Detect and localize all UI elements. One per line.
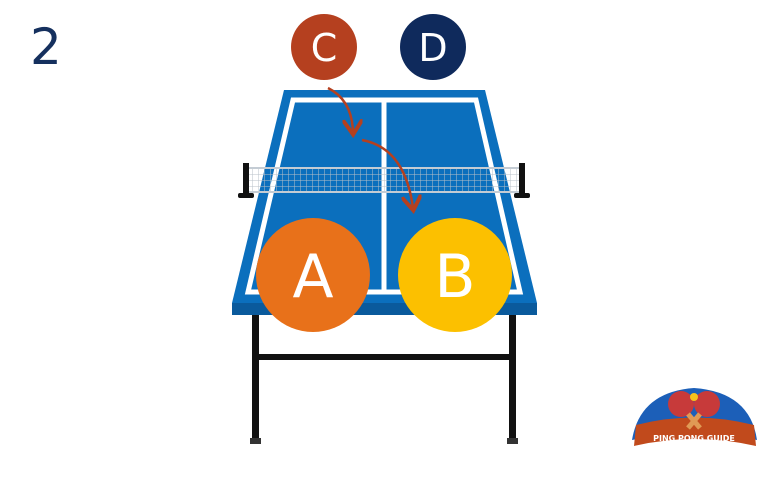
player-d: D <box>400 14 466 80</box>
table-legs <box>250 312 518 444</box>
svg-text:A: A <box>292 242 333 312</box>
serve-arrow-bounce <box>327 86 353 132</box>
net <box>238 163 530 198</box>
svg-text:B: B <box>434 242 475 312</box>
player-a: A <box>256 218 370 332</box>
player-c: C <box>291 14 357 80</box>
serve-arrow-to-b <box>361 138 413 208</box>
step-number: 2 <box>30 18 62 76</box>
svg-text:PING PONG GUIDE: PING PONG GUIDE <box>653 434 735 443</box>
svg-text:C: C <box>311 26 338 70</box>
ping-pong-guide-logo: PING PONG GUIDE <box>632 388 757 446</box>
svg-text:D: D <box>418 26 447 70</box>
player-b: B <box>398 218 512 332</box>
